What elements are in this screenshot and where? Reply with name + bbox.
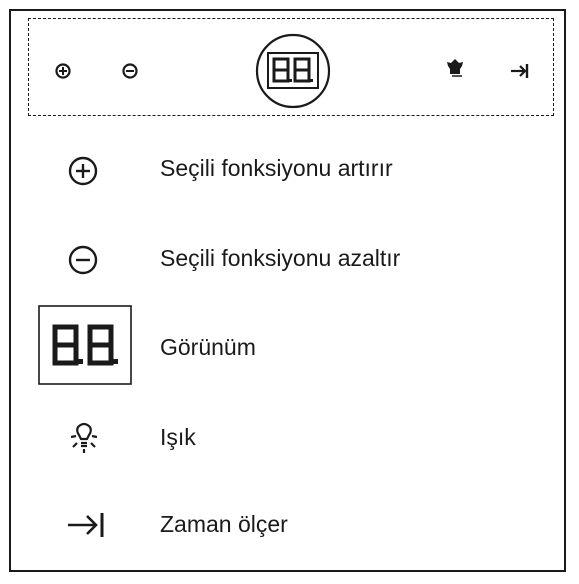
panel-minus-icon[interactable]	[122, 63, 138, 79]
light-description: Işık	[160, 424, 196, 450]
display-description: Görünüm	[160, 334, 256, 360]
minus-circle-icon	[68, 245, 98, 275]
plus-circle-icon	[68, 156, 98, 186]
light-bulb-icon	[70, 422, 98, 453]
panel-timer-icon[interactable]	[511, 64, 529, 78]
outer-frame	[9, 9, 566, 572]
minus-description: Seçili fonksiyonu azaltır	[160, 245, 401, 271]
timer-arrow-icon	[68, 513, 104, 537]
panel-display-icon	[255, 33, 331, 109]
seven-segment-display-icon	[38, 305, 132, 385]
control-panel-graphic	[55, 33, 529, 109]
panel-light-icon[interactable]	[447, 59, 463, 77]
timer-description: Zaman ölçer	[160, 511, 288, 537]
plus-description: Seçili fonksiyonu artırır	[160, 155, 393, 181]
panel-plus-icon[interactable]	[55, 63, 71, 79]
control-panel-strip	[28, 18, 554, 116]
